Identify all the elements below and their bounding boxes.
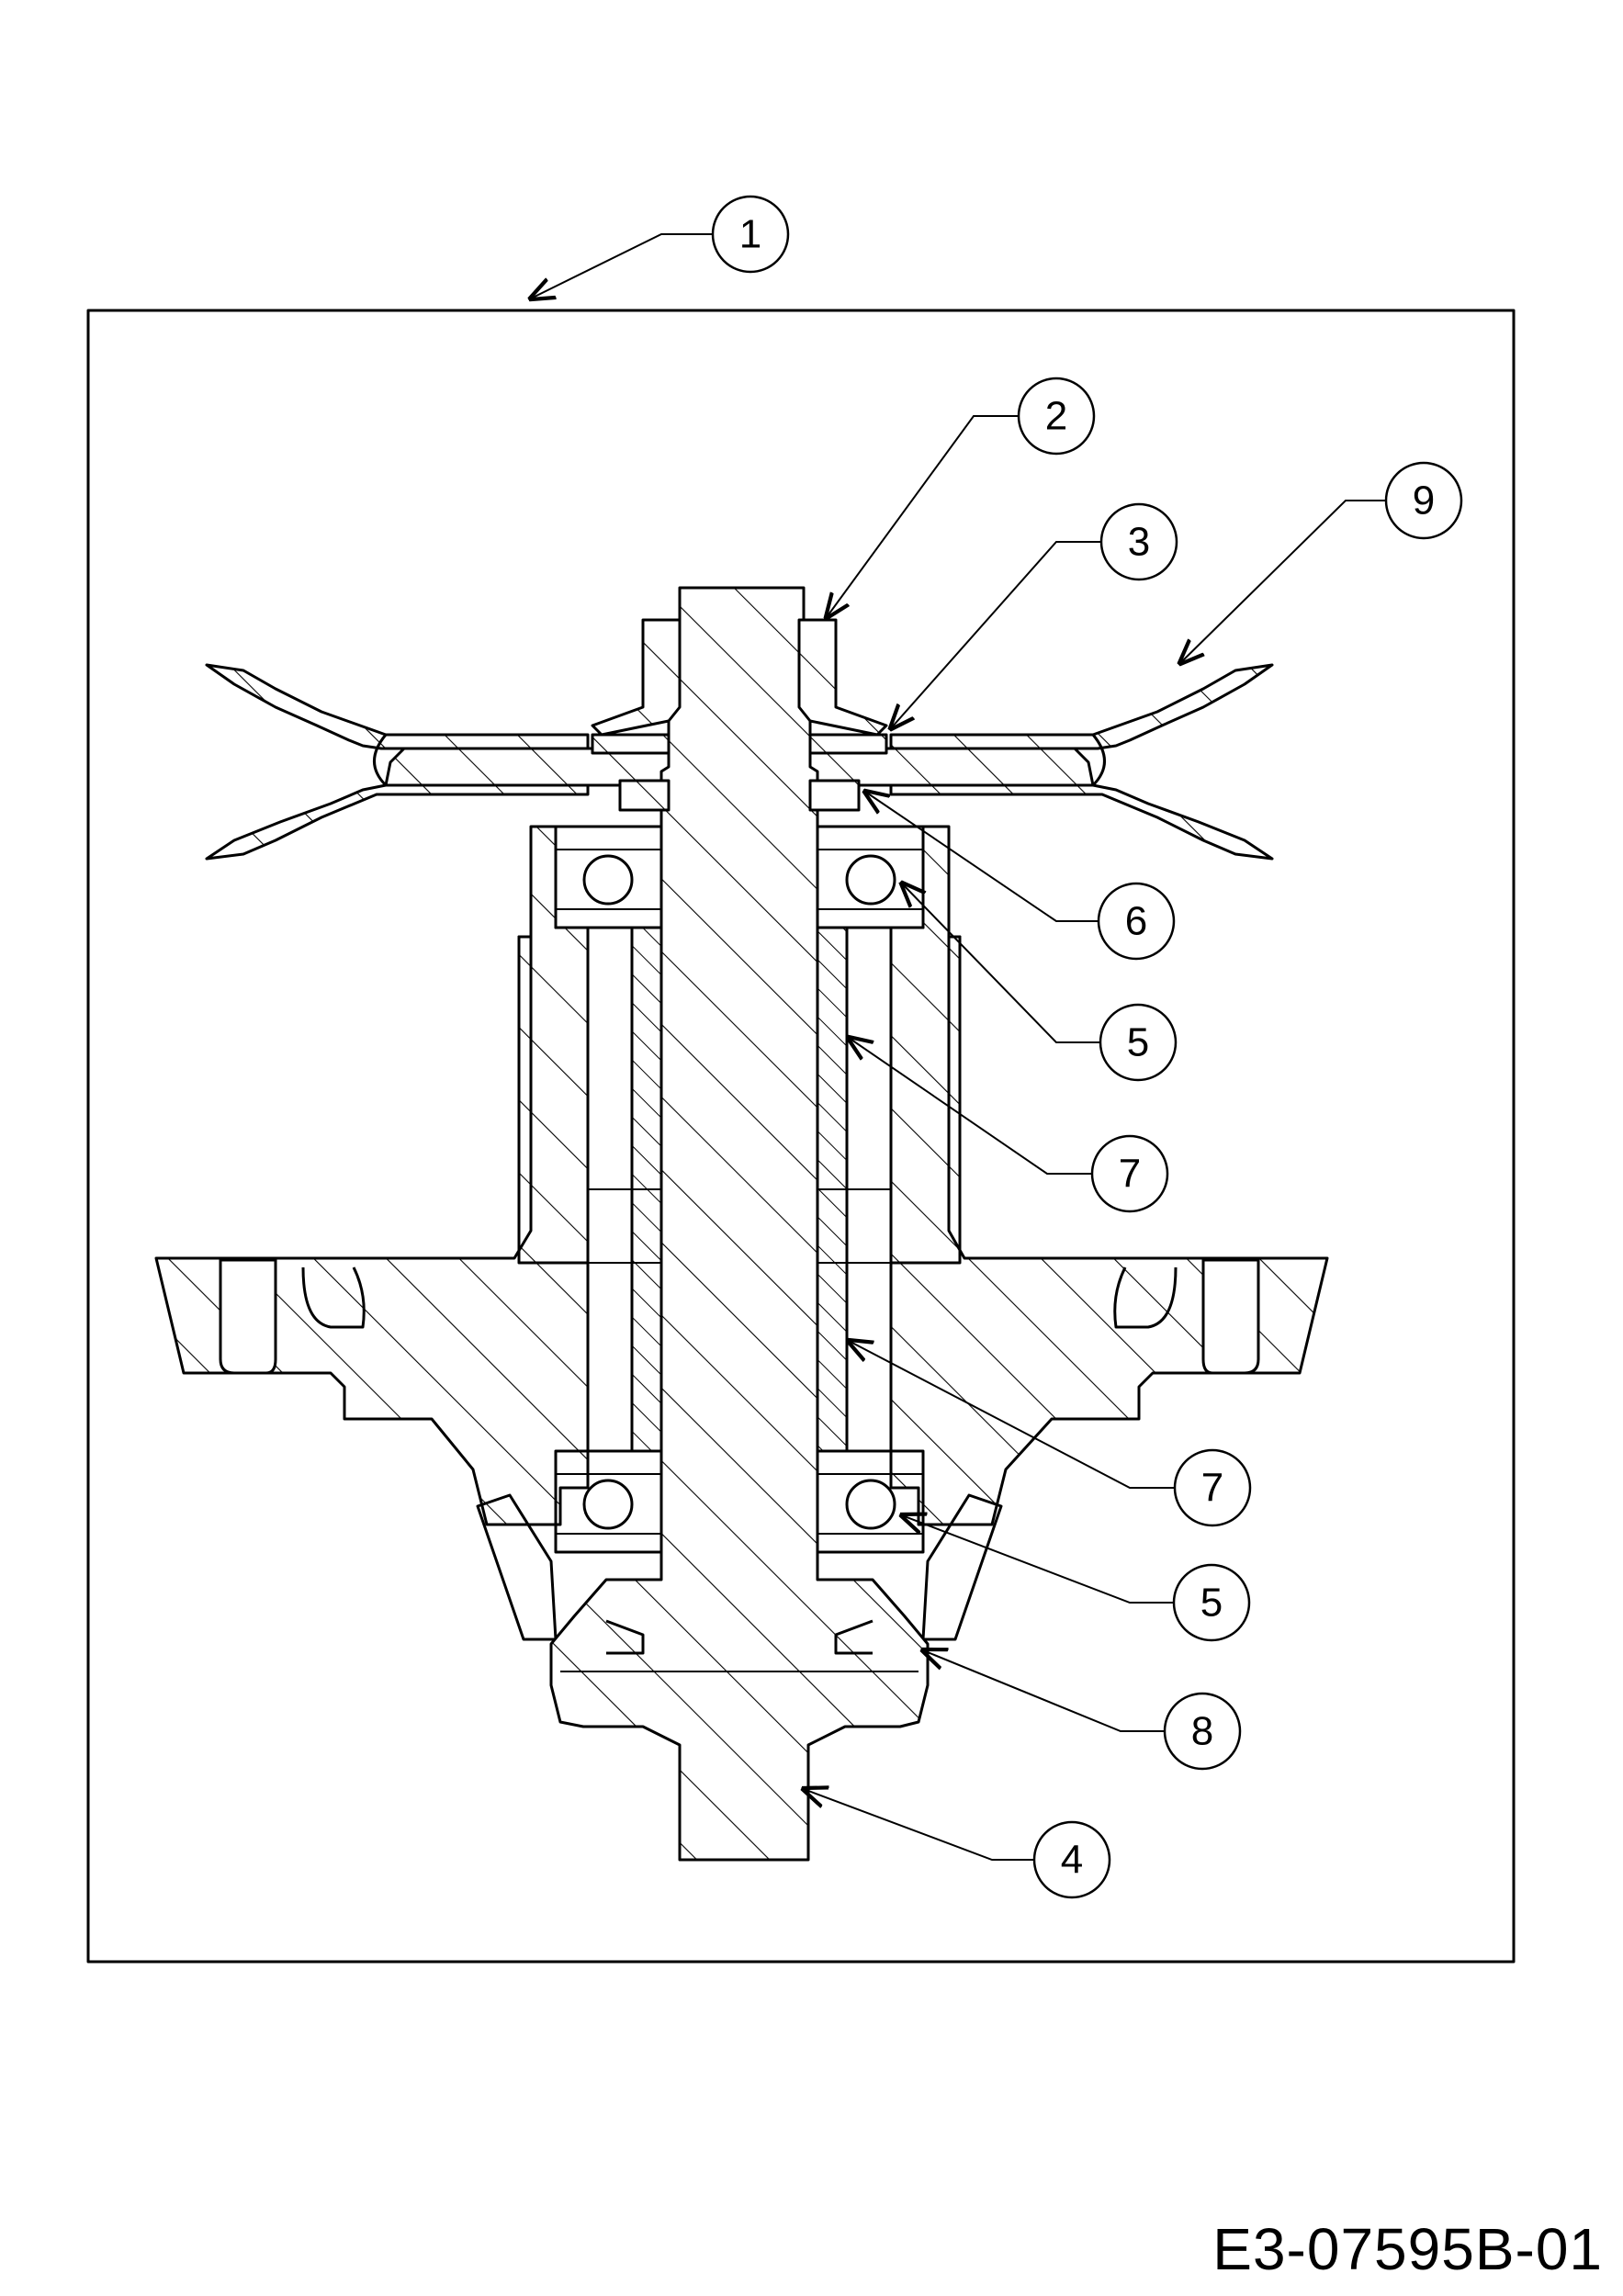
callout-3: 3 bbox=[1099, 502, 1178, 581]
callout-8: 8 bbox=[1163, 1692, 1242, 1771]
callout-label: 5 bbox=[1200, 1581, 1223, 1626]
seal-left bbox=[476, 1493, 558, 1641]
callout-label: 4 bbox=[1061, 1838, 1083, 1883]
pulley bbox=[205, 663, 1274, 861]
callout-9: 9 bbox=[1384, 461, 1463, 540]
callout-4: 4 bbox=[1032, 1820, 1111, 1899]
callout-5-bottom: 5 bbox=[1172, 1563, 1251, 1642]
seal-right bbox=[921, 1493, 1003, 1641]
callout-label: 3 bbox=[1128, 520, 1150, 565]
bearing-top-right bbox=[816, 825, 925, 929]
callout-label: 9 bbox=[1413, 478, 1435, 523]
spacer-ring bbox=[618, 779, 671, 812]
callout-7-top: 7 bbox=[1090, 1134, 1169, 1213]
spindle-housing bbox=[154, 825, 1329, 1526]
callout-label: 8 bbox=[1191, 1709, 1213, 1754]
leader-lines bbox=[531, 233, 1385, 1861]
callout-2: 2 bbox=[1017, 377, 1096, 456]
callout-label: 2 bbox=[1045, 394, 1067, 439]
callout-7-bottom: 7 bbox=[1173, 1448, 1252, 1527]
callout-label: 7 bbox=[1119, 1152, 1141, 1197]
callout-6: 6 bbox=[1097, 882, 1176, 961]
spindle-shaft bbox=[549, 586, 930, 1862]
nut-right bbox=[797, 618, 888, 737]
callout-1: 1 bbox=[711, 195, 790, 274]
callout-label: 1 bbox=[739, 212, 761, 257]
callout-label: 5 bbox=[1127, 1020, 1149, 1065]
bearing-top-left bbox=[554, 825, 663, 929]
diagram-code: E3-07595B-01 bbox=[1212, 2216, 1603, 2282]
callout-label: 7 bbox=[1201, 1466, 1223, 1511]
callout-label: 6 bbox=[1125, 899, 1147, 944]
assembly-frame bbox=[86, 309, 1516, 1964]
callout-5-top: 5 bbox=[1099, 1003, 1178, 1082]
washer bbox=[591, 733, 671, 755]
nut-left bbox=[591, 618, 682, 737]
